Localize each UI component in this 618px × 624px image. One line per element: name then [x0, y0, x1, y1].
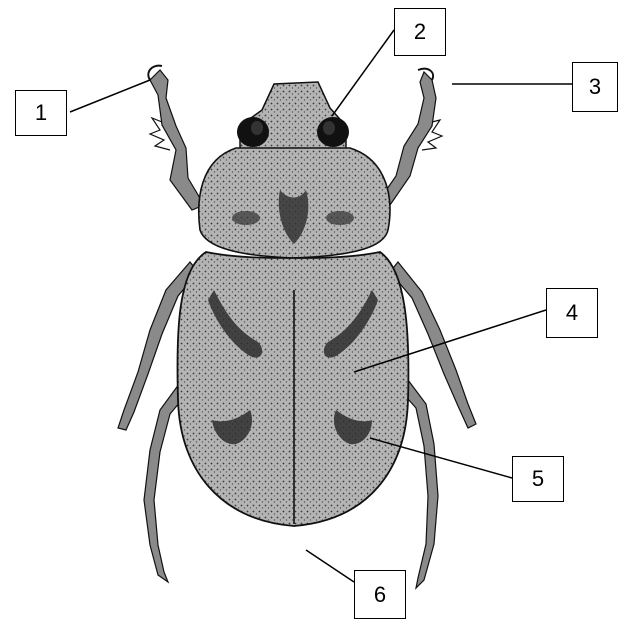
label-3: 3: [572, 62, 618, 112]
label-5: 5: [512, 456, 564, 502]
leader-line-6: [306, 550, 354, 582]
label-4: 4: [546, 288, 598, 338]
label-6: 6: [354, 570, 406, 619]
foreleg-left: [150, 70, 204, 210]
label-2: 2: [394, 8, 446, 56]
leader-line-1: [70, 80, 150, 112]
leader-line-2: [332, 30, 394, 116]
label-1: 1: [15, 90, 67, 136]
